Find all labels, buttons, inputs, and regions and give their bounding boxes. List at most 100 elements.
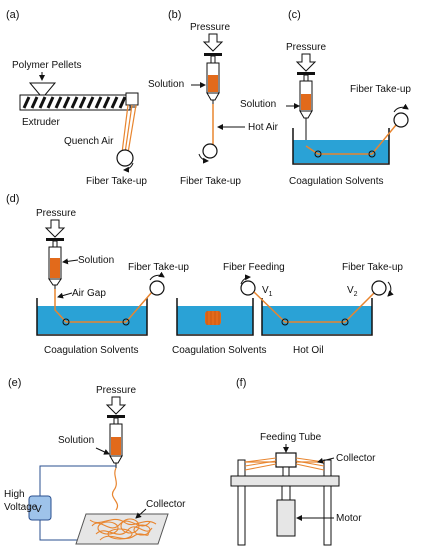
pressure-arrow-e (105, 396, 127, 415)
rotation-arrow-d1 (149, 271, 165, 281)
motor-label: Motor (336, 513, 362, 524)
v1-label: V1 (262, 285, 273, 298)
air-gap-arrow (57, 292, 73, 299)
spinning-head (275, 452, 297, 468)
nanofiber-mat (89, 518, 157, 541)
rotation-arrow-c (393, 103, 409, 113)
bath-walls-d2 (176, 298, 254, 336)
solution-fill-e (111, 437, 121, 455)
coagulation-label-d1: Coagulation Solvents (44, 345, 139, 356)
collector-arrow-f (317, 457, 335, 464)
voltage-source (28, 495, 52, 521)
pressure-arrow-d (44, 219, 66, 238)
fiber-strands-a (121, 104, 137, 154)
takeup-roller-c (393, 112, 409, 128)
frame-post-left (237, 459, 246, 546)
hot-oil-label: Hot Oil (293, 345, 324, 356)
wire-bottom (39, 520, 86, 541)
syringe-tip-d (48, 278, 62, 286)
motor-shaft (281, 485, 291, 501)
rotation-arrow-a (123, 162, 134, 173)
guide-roller-c2 (368, 150, 376, 158)
electrospin-jet (112, 467, 118, 511)
polymer-pellets-label: Polymer Pellets (12, 60, 81, 71)
extruder-screw (22, 96, 127, 109)
panel-d-label: (d) (6, 193, 19, 205)
fiber-bundle-d2 (205, 311, 221, 325)
panel-a-label: (a) (6, 9, 19, 21)
coagulation-label-c: Coagulation Solvents (289, 176, 384, 187)
takeup-roller-b (202, 143, 218, 159)
hot-oil-bath (262, 306, 372, 334)
guide-roller-d3b (341, 318, 349, 326)
pressure-arrow-b (202, 33, 224, 52)
v2-letter: V (347, 285, 354, 296)
rotation-arrow-feed (240, 274, 251, 285)
pressure-arrow-c (295, 53, 317, 72)
v1-letter: V (262, 285, 269, 296)
panel-e: (e) Pressure Solution V High Voltage (4, 377, 186, 545)
fiber-takeup-label-c: Fiber Take-up (350, 84, 411, 95)
coagulation-label-d2: Coagulation Solvents (172, 345, 267, 356)
pressure-label-c: Pressure (286, 42, 326, 53)
panel-b-label: (b) (168, 9, 181, 21)
guide-roller-d1a (62, 318, 70, 326)
panel-f-label: (f) (236, 377, 246, 389)
panel-d: (d) Pressure Solution Air Gap Fiber Take… (6, 193, 403, 356)
syringe-tip-c (299, 110, 313, 119)
plunger-c (297, 72, 315, 75)
wire-top (39, 465, 116, 496)
fiber-takeup-label-a: Fiber Take-up (86, 176, 147, 187)
v2-label: V2 (347, 285, 358, 298)
hot-air-label: Hot Air (248, 122, 279, 133)
solution-arrow-e (95, 447, 110, 455)
solution-label-b: Solution (148, 79, 184, 90)
fiber-takeup-label-b: Fiber Take-up (180, 176, 241, 187)
takeup-roller-d1 (149, 280, 165, 296)
spindle (282, 466, 290, 477)
solution-label-e: Solution (58, 435, 94, 446)
platform (230, 475, 340, 487)
air-gap-label: Air Gap (72, 288, 106, 299)
collector-label-e: Collector (146, 499, 186, 510)
fiber-bundle-lines (206, 311, 220, 325)
fiber-takeup-label-d1: Fiber Take-up (128, 262, 189, 273)
panel-c-label: (c) (288, 9, 301, 21)
takeup-roller-d2 (371, 280, 387, 296)
solution-label-d: Solution (78, 255, 114, 266)
fiber-takeup-label-d2: Fiber Take-up (342, 262, 403, 273)
guide-roller-d3a (281, 318, 289, 326)
collector-arrow-e (135, 508, 147, 519)
takeup-roller-a (116, 149, 134, 167)
panel-b: (b) Pressure Solution Hot Air Fiber Take… (148, 9, 279, 187)
rotation-arrow-d2 (387, 281, 394, 297)
panel-f: (f) Feeding Tube Collector Motor (230, 377, 376, 546)
collector-label-f: Collector (336, 453, 376, 464)
panel-e-label: (e) (8, 377, 21, 389)
solution-fill-d (50, 258, 60, 278)
solution-fill-b (208, 75, 218, 92)
voltage-box-label: V (35, 504, 42, 515)
motor (276, 499, 296, 537)
coagulation-bath-d1 (37, 306, 147, 334)
plunger-b (204, 53, 222, 56)
plunger-e (107, 415, 125, 418)
spinneret (125, 92, 139, 106)
quench-air-label: Quench Air (64, 136, 114, 147)
fiber-feeding-label: Fiber Feeding (223, 262, 285, 273)
hopper (28, 82, 57, 96)
panel-a: (a) Polymer Pellets Extruder Quench Air … (6, 9, 147, 187)
pressure-label-b: Pressure (190, 22, 230, 33)
v1-subscript: 1 (269, 291, 273, 298)
panel-c: (c) Pressure Solution Fiber Take-up Coag… (240, 9, 411, 187)
bath-walls-c (292, 128, 390, 165)
pressure-label-d: Pressure (36, 208, 76, 219)
pressure-label-e: Pressure (96, 385, 136, 396)
bath-walls-d3 (261, 298, 373, 336)
rotation-arrow-b (198, 153, 209, 164)
guide-roller-c1 (314, 150, 322, 158)
guide-roller-d1b (122, 318, 130, 326)
solution-arrow-d (62, 258, 79, 265)
solution-label-c: Solution (240, 99, 276, 110)
